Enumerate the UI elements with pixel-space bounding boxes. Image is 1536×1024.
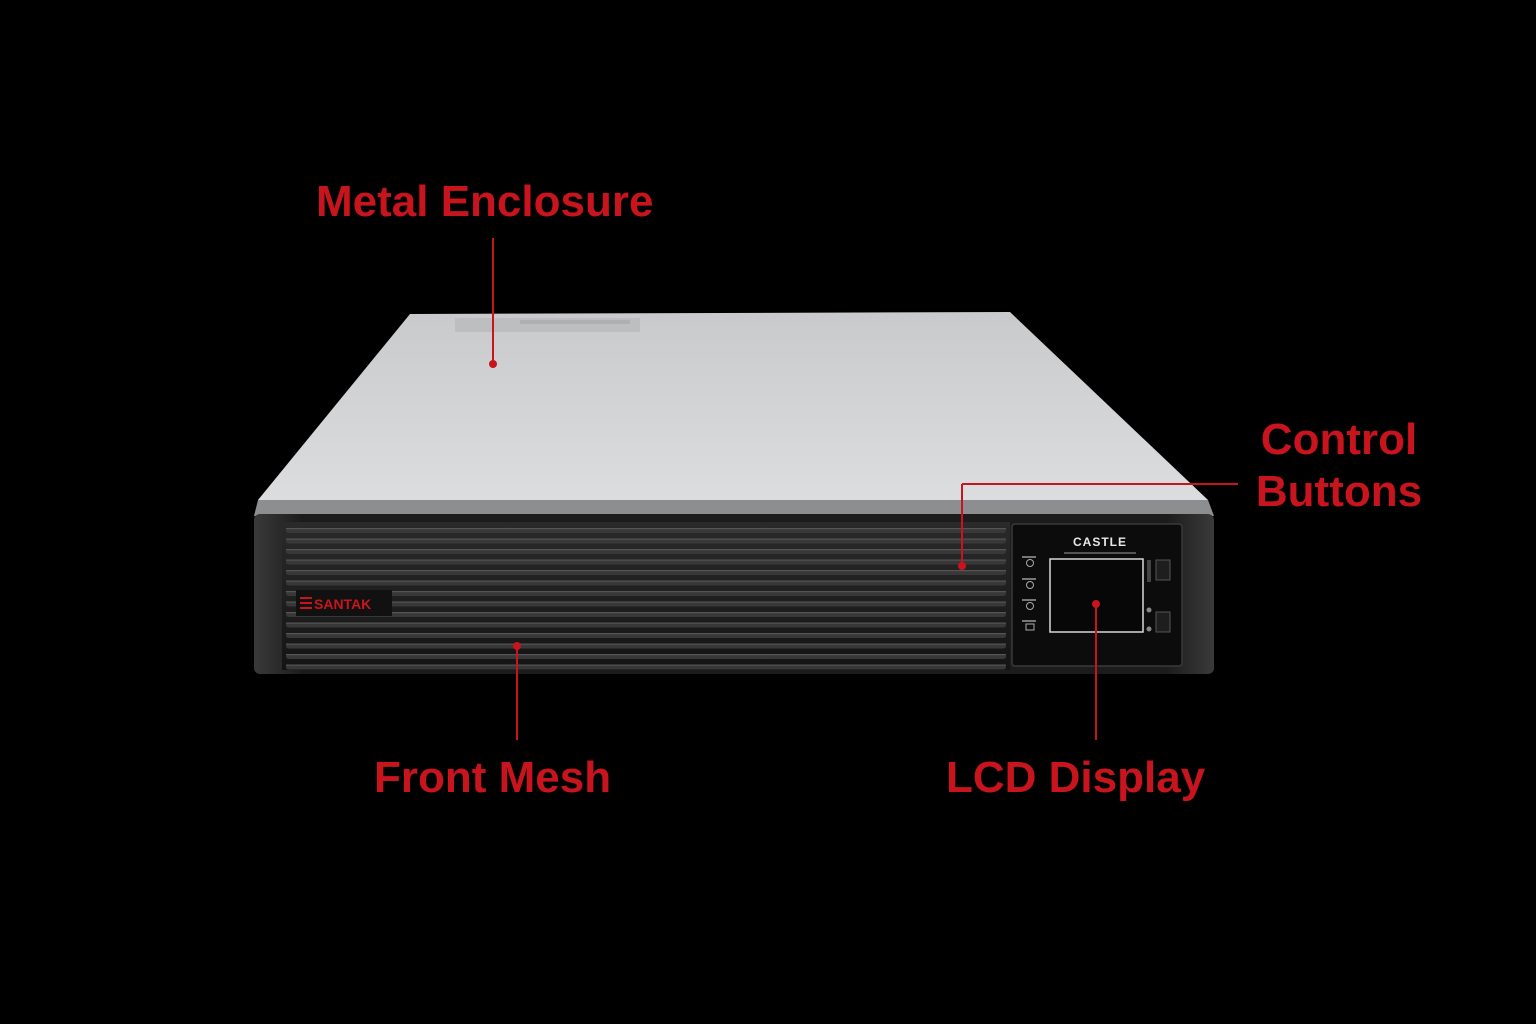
model-subtitle [1064, 552, 1136, 554]
mesh-slat-highlight [286, 643, 1006, 645]
brand-name: SANTAK [314, 596, 371, 612]
callout-control-buttons-leader [958, 483, 1238, 570]
mesh-slat-highlight [286, 612, 1006, 614]
mesh-slat-highlight [286, 654, 1006, 656]
mesh-slat-highlight [286, 622, 1006, 624]
mesh-slat-highlight [286, 570, 1006, 572]
mesh-slat [286, 528, 1006, 533]
up-button[interactable] [1155, 559, 1171, 581]
label-front-mesh: Front Mesh [374, 753, 612, 802]
battery-indicator-icon [1022, 599, 1036, 610]
mesh-slat [286, 580, 1006, 586]
label-control-buttons-line1: Control [1260, 415, 1418, 464]
mesh-slat-highlight [286, 559, 1006, 561]
mesh-slat [286, 570, 1006, 575]
label-control-buttons: Control Buttons [1246, 414, 1432, 518]
mesh-slat-highlight [286, 549, 1006, 551]
mesh-slat-highlight [286, 601, 1006, 603]
enclosure-edge [254, 500, 1214, 516]
label-control-buttons-line2: Buttons [1255, 467, 1423, 516]
mesh-slat-highlight [286, 633, 1006, 635]
mesh-slat-highlight [286, 528, 1006, 530]
model-name: CASTLE [1073, 535, 1127, 549]
button-indicator-dot [1146, 626, 1152, 632]
mesh-slat [286, 549, 1006, 554]
mesh-slat [286, 559, 1006, 565]
mesh-slat [286, 654, 1006, 659]
callout-metal-enclosure-leader [489, 238, 497, 368]
fault-indicator-icon [1022, 620, 1036, 631]
status-indicators [1022, 556, 1036, 631]
mesh-slat [286, 633, 1006, 638]
mesh-slat-highlight [286, 591, 1006, 593]
label-metal-enclosure: Metal Enclosure [316, 177, 654, 226]
mesh-slat-highlight [286, 580, 1006, 582]
front-mesh [286, 528, 1006, 670]
button-indicator-dot [1146, 607, 1152, 613]
mesh-slat-highlight [286, 538, 1006, 540]
line-indicator-icon [1022, 578, 1036, 589]
santak-logo: SANTAK [296, 590, 392, 616]
mesh-slat [286, 643, 1006, 649]
mesh-slat [286, 591, 1006, 596]
label-lcd-display: LCD Display [946, 753, 1206, 802]
mesh-slat [286, 622, 1006, 628]
mesh-slat [286, 664, 1006, 670]
mesh-slat [286, 612, 1006, 617]
enclosure-top [258, 312, 1208, 500]
mesh-slat-highlight [286, 664, 1006, 666]
power-indicator-icon [1022, 556, 1036, 567]
top-sticker-text [520, 320, 630, 324]
callout-lcd-display-leader [1092, 600, 1100, 740]
button-guide [1147, 560, 1151, 582]
callout-front-mesh-leader [513, 642, 521, 740]
mesh-slat [286, 538, 1006, 544]
mesh-slat [286, 601, 1006, 607]
down-button[interactable] [1155, 611, 1171, 633]
